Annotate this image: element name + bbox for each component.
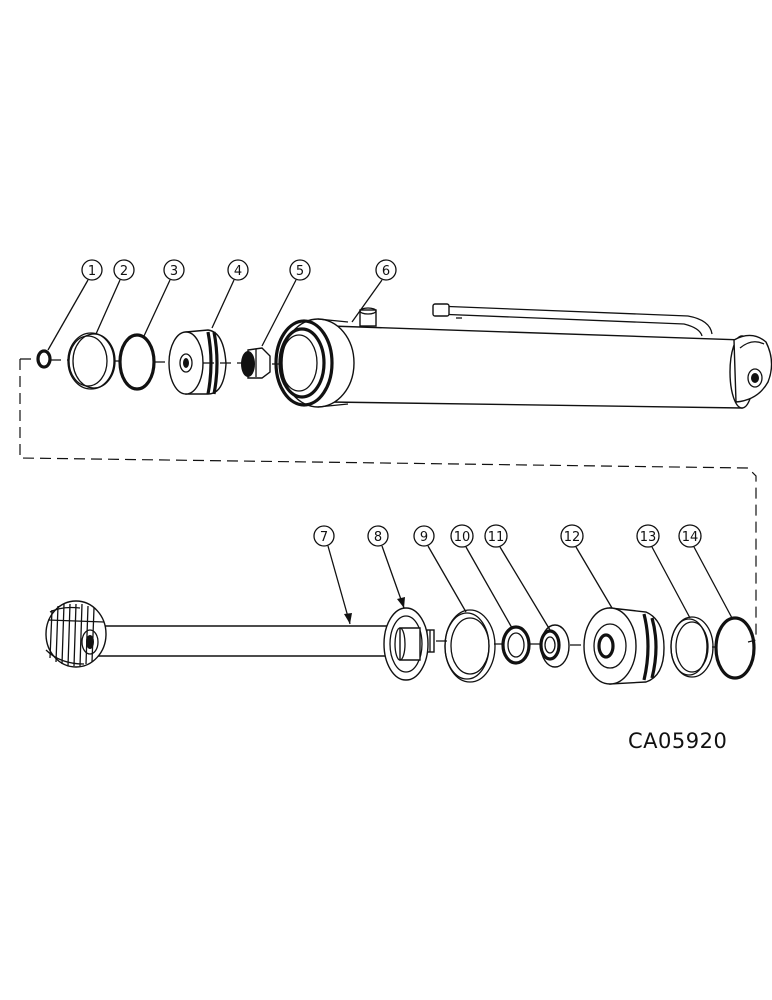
upper-centerline [20,358,280,365]
callout-2: 2 [95,259,135,335]
callout-11: 11 [484,524,551,631]
callout-label: 2 [120,264,128,279]
callout-1: 1 [47,259,103,351]
drawing-code: CA05920 [628,729,727,753]
part-2-backup-ring [67,332,116,390]
callout-label: 14 [682,530,699,545]
part-6-cylinder-barrel [274,303,772,409]
part-9-backup-ring [444,609,496,683]
part-7-piston-rod [45,600,435,668]
callout-3: 3 [143,259,185,337]
callout-label: 8 [374,530,382,545]
callout-9: 9 [413,525,467,613]
part-14-o-ring [714,616,756,680]
callout-label: 4 [234,264,242,279]
part-10-seal [501,625,531,665]
callout-label: 11 [488,530,505,545]
callout-14: 14 [678,524,733,619]
callout-label: 5 [296,264,304,279]
callout-label: 1 [88,264,96,279]
part-11-wiper [539,624,570,668]
callout-7: 7 [313,525,352,625]
callout-label: 9 [420,530,428,545]
callout-label: 13 [640,530,657,545]
callout-8: 8 [367,525,405,609]
callout-4: 4 [211,259,249,329]
part-12-head [583,607,665,685]
part-5-nut [241,347,271,379]
callout-label: 10 [454,530,471,545]
callout-label: 3 [170,264,178,279]
callout-label: 7 [320,530,328,545]
part-4-piston [168,329,227,395]
lower-centerline [436,640,716,648]
part-13-backup-ring [670,616,714,678]
callout-12: 12 [560,524,613,609]
callout-label: 12 [564,530,581,545]
callout-6: 6 [351,259,397,323]
callout-label: 6 [382,264,390,279]
callout-5: 5 [261,259,311,347]
callout-13: 13 [636,524,691,619]
callout-10: 10 [450,524,513,629]
part-1-o-ring [36,349,52,369]
part-3-o-ring [118,333,156,391]
part-8-gland [383,607,429,681]
